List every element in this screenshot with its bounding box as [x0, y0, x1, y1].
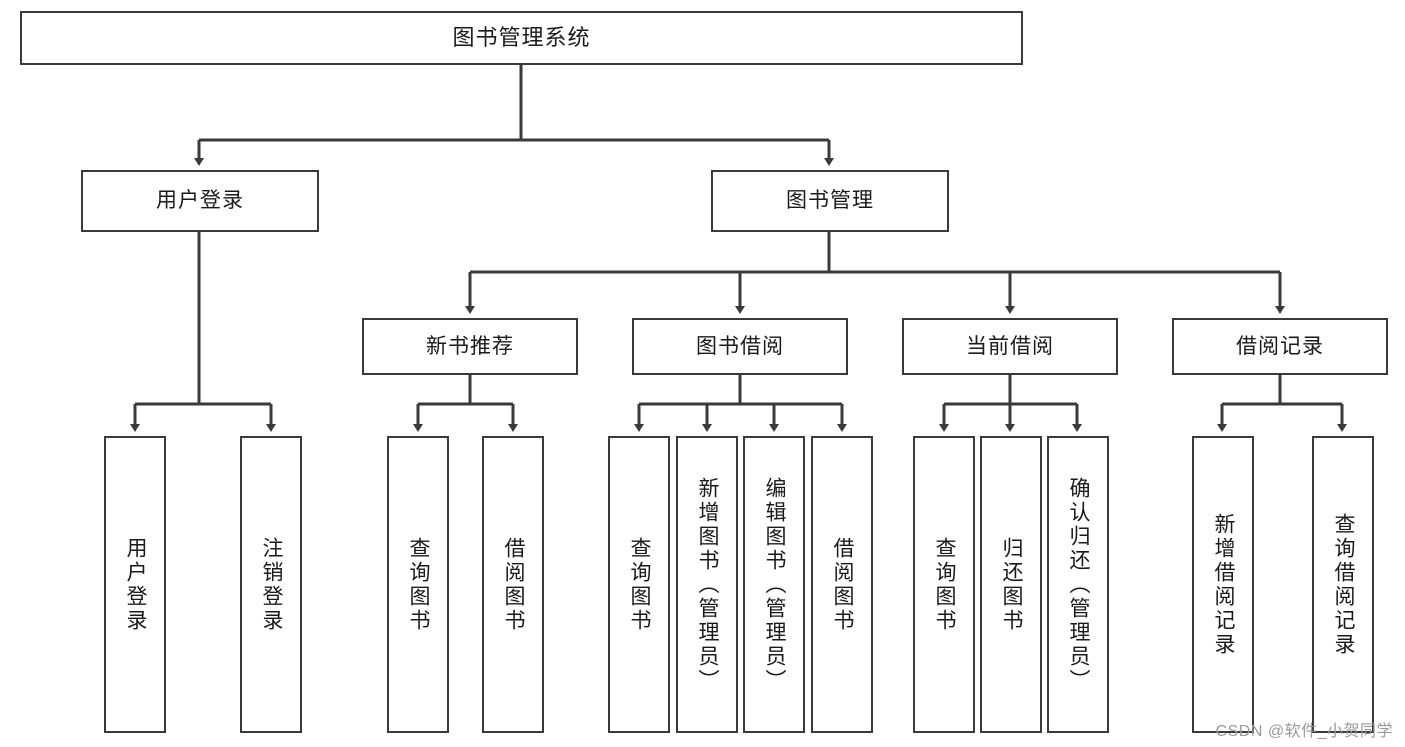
leaf-label: 借阅图书 [502, 536, 526, 633]
leaf-new-book-query[interactable]: 查询图书 [387, 436, 449, 733]
leaf-new-book-borrow[interactable]: 借阅图书 [482, 436, 544, 733]
watermark-text: CSDN @软件_小贺同学 [1215, 723, 1393, 740]
leaf-label: 新增借阅记录 [1212, 512, 1236, 657]
node-book-borrow[interactable]: 图书借阅 [632, 318, 848, 375]
leaf-label: 新增图书（管理员） [696, 476, 720, 693]
leaf-book-borrow-edit[interactable]: 编辑图书（管理员） [743, 436, 805, 733]
node-borrow-record[interactable]: 借阅记录 [1172, 318, 1388, 375]
node-new-book-recommend[interactable]: 新书推荐 [362, 318, 578, 375]
node-root-system[interactable]: 图书管理系统 [20, 11, 1023, 65]
leaf-borrow-record-add[interactable]: 新增借阅记录 [1192, 436, 1254, 733]
node-user-login[interactable]: 用户登录 [81, 170, 319, 232]
leaf-current-borrow-return[interactable]: 归还图书 [980, 436, 1042, 733]
leaf-user-login-login[interactable]: 用户登录 [104, 436, 166, 733]
node-book-management[interactable]: 图书管理 [711, 170, 949, 232]
leaf-label: 查询借阅记录 [1332, 512, 1356, 657]
leaf-borrow-record-query[interactable]: 查询借阅记录 [1312, 436, 1374, 733]
leaf-label: 编辑图书（管理员） [763, 476, 787, 693]
leaf-book-borrow-add[interactable]: 新增图书（管理员） [676, 436, 738, 733]
leaf-current-borrow-query[interactable]: 查询图书 [913, 436, 975, 733]
leaf-label: 归还图书 [1000, 536, 1024, 633]
leaf-label: 确认归还（管理员） [1067, 476, 1091, 693]
leaf-book-borrow-borrow[interactable]: 借阅图书 [811, 436, 873, 733]
leaf-book-borrow-query[interactable]: 查询图书 [608, 436, 670, 733]
node-current-borrow[interactable]: 当前借阅 [902, 318, 1118, 375]
leaf-label: 借阅图书 [831, 536, 855, 633]
leaf-label: 查询图书 [407, 536, 431, 633]
leaf-current-borrow-confirm-return[interactable]: 确认归还（管理员） [1047, 436, 1109, 733]
leaf-label: 注销登录 [260, 536, 284, 633]
leaf-user-login-logout[interactable]: 注销登录 [240, 436, 302, 733]
leaf-label: 查询图书 [628, 536, 652, 633]
leaf-label: 用户登录 [124, 536, 148, 633]
leaf-label: 查询图书 [933, 536, 957, 633]
